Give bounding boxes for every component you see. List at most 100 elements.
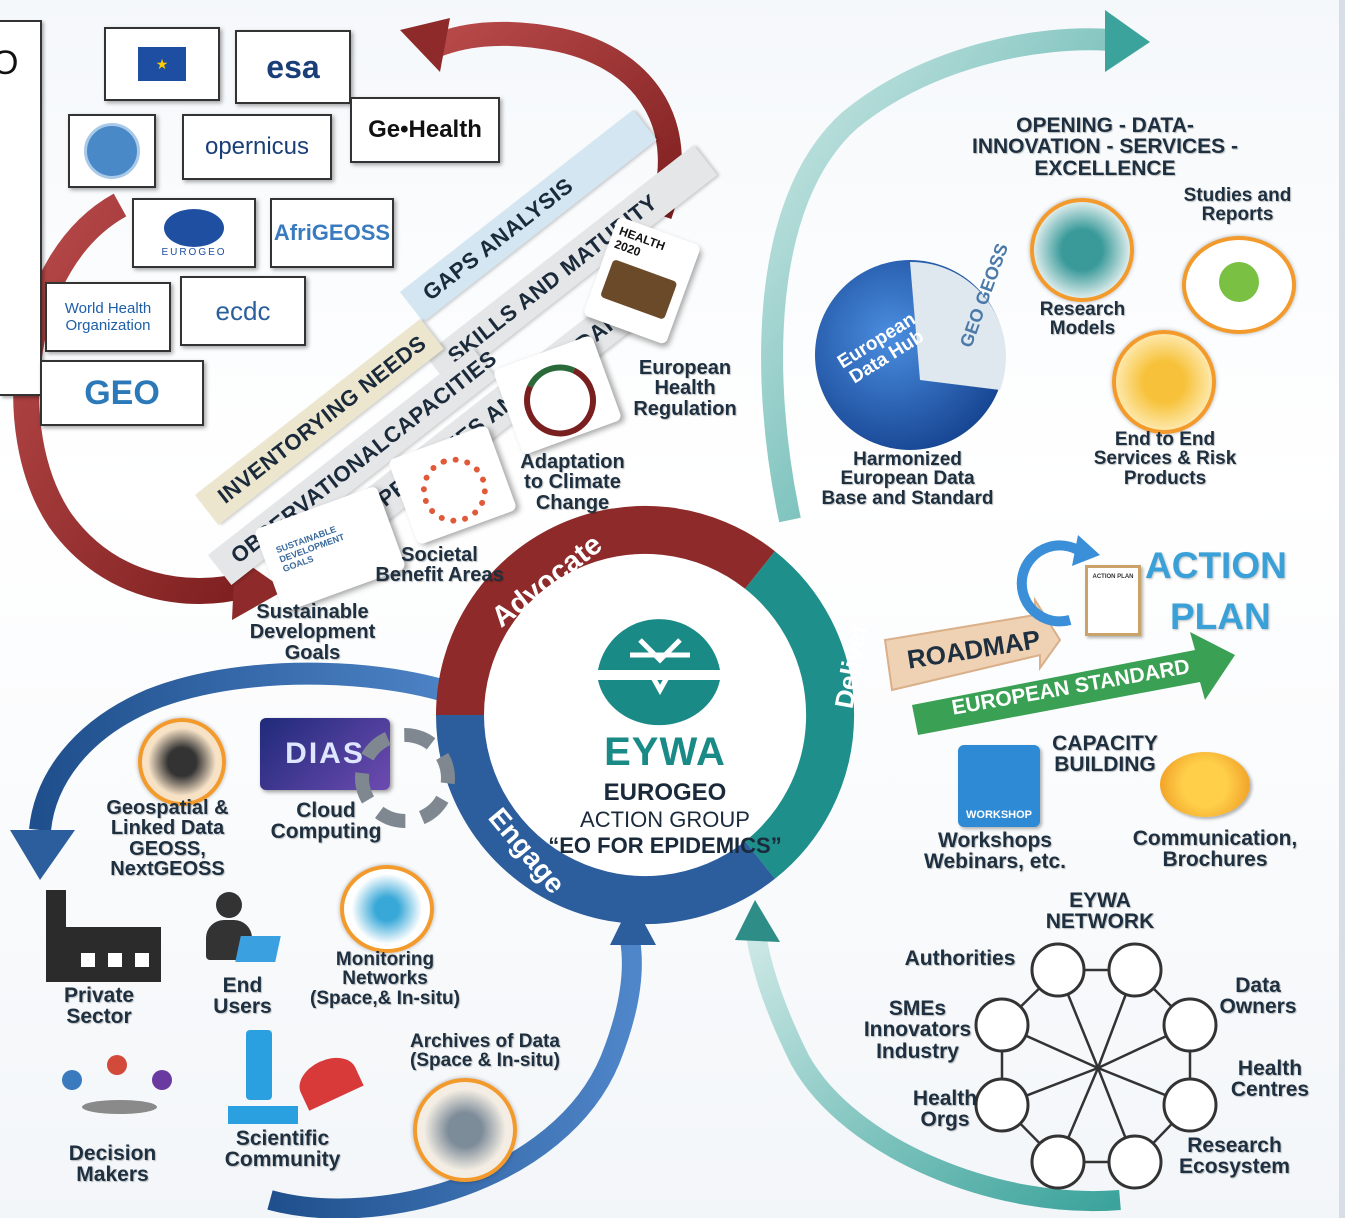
eywa-logo-base bbox=[598, 680, 720, 726]
dias-banner: DIAS bbox=[260, 718, 390, 790]
network-node bbox=[974, 1077, 1030, 1133]
network-node bbox=[1030, 1134, 1086, 1190]
eurogeo-logo-text: EUROGEO bbox=[161, 246, 227, 258]
who-logo-line2: Organization bbox=[65, 317, 151, 334]
copernicus-logo-text: opernicus bbox=[204, 133, 310, 160]
eywa-title: EYWA bbox=[604, 730, 726, 774]
dias-label: DIAS bbox=[285, 737, 365, 770]
esa-logo: esa bbox=[235, 30, 351, 104]
esa-logo-text: esa bbox=[266, 48, 320, 85]
studies-reports-icon bbox=[1182, 236, 1296, 334]
geohealth-logo: Ge•Health bbox=[350, 97, 500, 163]
teal-top-arrowhead bbox=[1105, 10, 1150, 72]
action-title: ACTION bbox=[1145, 545, 1287, 586]
clipboard-label: ACTION PLAN bbox=[1092, 574, 1134, 580]
data-hub-page bbox=[910, 261, 1006, 390]
societal-ring-icon bbox=[411, 447, 498, 534]
opening-innovation-title: OPENING - DATA-INNOVATION - SERVICES -EX… bbox=[971, 114, 1239, 180]
end-user-laptop-icon bbox=[200, 892, 281, 972]
mosquito-icon bbox=[630, 638, 690, 696]
action-plan-clipboard-icon: ACTION PLAN bbox=[1085, 565, 1141, 636]
teal-bottom-arrowhead bbox=[735, 900, 780, 942]
factory-icon bbox=[46, 890, 161, 982]
network-node bbox=[1030, 942, 1086, 998]
decision-makers-icon bbox=[52, 1055, 187, 1135]
eurogeo-globe-icon bbox=[164, 208, 224, 247]
network-node bbox=[1162, 1077, 1218, 1133]
title-fragment: O bbox=[0, 44, 19, 82]
eo-epidemics-title: “EO FOR EPIDEMICS” bbox=[548, 833, 782, 858]
end-to-end-services-icon bbox=[1112, 330, 1216, 434]
standard-arrow bbox=[912, 632, 1235, 735]
eurogeo-title: EUROGEO bbox=[603, 779, 727, 806]
geospatial-globe-icon bbox=[138, 718, 226, 806]
eurogeo-logo: EUROGEO bbox=[132, 198, 256, 268]
teal-bottom-arrow bbox=[745, 928, 1121, 1211]
eu-flag-icon: ★ bbox=[138, 47, 186, 81]
title-box: O bbox=[0, 20, 42, 396]
ecdc-logo: ecdc bbox=[180, 276, 306, 346]
navy-left-arrowhead bbox=[10, 830, 75, 880]
top-red-arrowhead bbox=[400, 18, 450, 72]
label-communication: Communication,Brochures bbox=[1132, 827, 1298, 872]
who-logo-line1: World Health bbox=[64, 300, 152, 317]
geohealth-logo-text: Ge•Health bbox=[368, 116, 482, 143]
right-edge-strip bbox=[1339, 0, 1345, 1218]
sdg-doc-title: SUSTAINABLE DEVELOPMENT GOALS bbox=[274, 524, 346, 574]
speech-bubble-icon bbox=[1160, 752, 1250, 817]
afrigeoss-logo-text: AfriGEOSS bbox=[273, 220, 391, 245]
copernicus-logo: opernicus bbox=[182, 114, 332, 180]
ring-deliver-arc bbox=[744, 551, 855, 879]
ecdc-logo-text: ecdc bbox=[215, 295, 271, 326]
network-node bbox=[1107, 942, 1163, 998]
plan-title: PLAN bbox=[1170, 596, 1271, 637]
workshop-icon: WORKSHOP bbox=[958, 745, 1040, 827]
refresh-arrow-icon bbox=[1016, 540, 1089, 627]
geo-logo: GEO bbox=[40, 360, 204, 426]
network-node bbox=[974, 997, 1030, 1053]
network-graph bbox=[974, 942, 1218, 1190]
afrigeoss-logo: AfriGEOSS bbox=[270, 198, 394, 268]
scientific-microscope-icon bbox=[228, 1030, 368, 1130]
studies-figure-icon bbox=[1219, 262, 1259, 302]
label-archives: Archives of Data(Space & In-situ) bbox=[410, 1031, 560, 1072]
geo-logo-text: GEO bbox=[84, 373, 160, 412]
top-red-arrow bbox=[425, 21, 682, 219]
refresh-arrowhead bbox=[1072, 535, 1100, 566]
who-logo: World Health Organization bbox=[45, 282, 171, 352]
navy-bottom-arrow bbox=[267, 938, 642, 1218]
left-red-arrow bbox=[13, 193, 249, 604]
un-logo bbox=[68, 114, 156, 188]
european-commission-logo: ★ bbox=[104, 27, 220, 101]
monitoring-satellite-icon bbox=[340, 865, 434, 953]
network-node bbox=[1162, 997, 1218, 1053]
archive-servers-icon bbox=[413, 1078, 517, 1182]
teal-top-arrow bbox=[761, 28, 1111, 523]
action-group-title: ACTION GROUP bbox=[580, 807, 750, 832]
center-block: EYWA EUROGEO ACTION GROUP “EO FOR EPIDEM… bbox=[545, 730, 785, 859]
navy-left-arrow bbox=[29, 662, 475, 832]
ring-engage-arc bbox=[436, 714, 775, 925]
